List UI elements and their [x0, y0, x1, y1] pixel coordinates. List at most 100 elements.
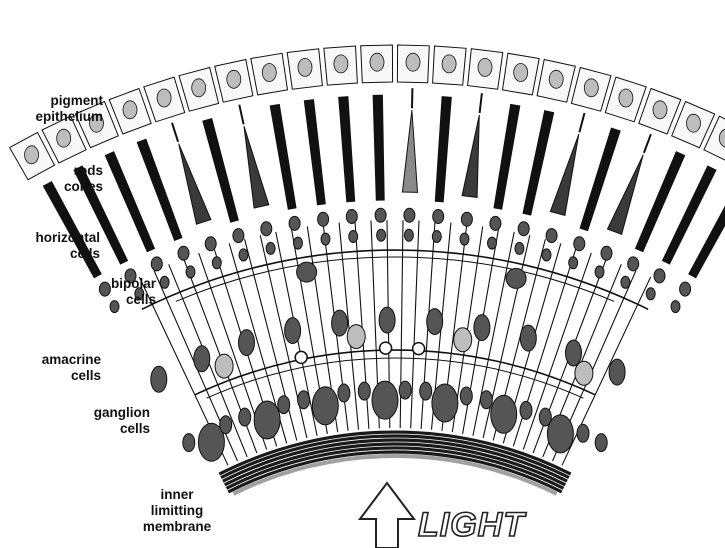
bipolar-label-line-2: cells [0, 292, 156, 308]
ganglion-cell [254, 401, 280, 439]
photoreceptor-nucleus [574, 237, 585, 251]
pigment-nucleus [584, 79, 598, 97]
photoreceptor-synapse [186, 266, 195, 278]
ganglion-label-line-2: cells [0, 421, 150, 437]
bipolar-cell [239, 330, 255, 356]
amacrine-label-line-2: cells [0, 368, 101, 384]
small-ganglion-cell [220, 416, 232, 434]
pigment-nucleus [334, 55, 348, 73]
rods-label: rods [0, 163, 103, 179]
photoreceptor-nucleus [318, 212, 329, 226]
synapse-ring [295, 351, 307, 363]
small-ganglion-cell [183, 434, 195, 452]
pigment-nucleus [262, 64, 276, 82]
ganglion-cell [547, 415, 573, 453]
photoreceptor-nucleus [151, 257, 162, 271]
photoreceptor-synapse [569, 257, 578, 269]
amacrine-cell [347, 325, 365, 349]
pigment-nucleus [370, 53, 384, 71]
ganglion-label-line-1: ganglion [0, 405, 150, 421]
bipolar-cell [520, 325, 536, 351]
photoreceptor-nucleus [546, 229, 557, 243]
pigment-nucleus [157, 89, 171, 107]
small-ganglion-cell [460, 387, 472, 405]
small-ganglion-cell [298, 391, 310, 409]
rod-cell [270, 104, 296, 209]
photoreceptor-synapse [321, 233, 330, 245]
bipolar-cell [285, 318, 301, 344]
photoreceptor-nucleus [461, 212, 472, 226]
membrane-label-line-3: membrane [122, 519, 232, 535]
pigment-nucleus [227, 70, 241, 88]
photoreceptor-nucleus [233, 229, 244, 243]
bipolar-cell [566, 340, 582, 366]
photoreceptor-nucleus [261, 222, 272, 236]
photoreceptor-nucleus [654, 269, 665, 283]
membrane-label-line-1: inner [122, 487, 232, 503]
bipolar-cells-label: bipolar cells [0, 276, 156, 308]
photoreceptor-synapse [460, 233, 469, 245]
photoreceptor-synapse [239, 249, 248, 261]
pigment-nucleus [406, 53, 420, 71]
cone-tip [579, 113, 584, 132]
photoreceptor-synapse [294, 237, 303, 249]
photoreceptor-nucleus [375, 208, 386, 222]
inner-limiting-membrane-band [219, 432, 570, 494]
amacrine-label-line-1: amacrine [0, 352, 101, 368]
cone-cell [608, 155, 644, 235]
small-ganglion-cell [595, 434, 607, 452]
pigment-nucleus [123, 101, 137, 119]
ganglion-cell [491, 395, 517, 433]
outer-plexiform-line-2 [176, 257, 614, 301]
photoreceptor-synapse [542, 249, 551, 261]
pigment-nucleus [514, 64, 528, 82]
photoreceptor-nucleus [178, 246, 189, 260]
photoreceptor-synapse [349, 231, 358, 243]
cone-cell [550, 134, 579, 215]
photoreceptor-nucleus [680, 282, 691, 296]
cone-cell [179, 144, 211, 225]
bipolar-cell [151, 366, 167, 392]
small-ganglion-cell [420, 382, 432, 400]
synapse-ring [380, 342, 392, 354]
photoreceptor-synapse [377, 229, 386, 241]
ganglion-cell [432, 384, 458, 422]
photoreceptor-synapse [404, 229, 413, 241]
pigment-nucleus [57, 129, 71, 147]
photoreceptor-nucleus [404, 208, 415, 222]
horizontal-cell [506, 268, 526, 288]
cone-tip [644, 134, 651, 153]
pigment-nucleus [442, 55, 456, 73]
pigment-nucleus [298, 58, 312, 76]
photoreceptor-nucleus [433, 210, 444, 224]
photoreceptor-synapse [266, 242, 275, 254]
photoreceptor-synapse [212, 257, 221, 269]
photoreceptor-nucleus [518, 222, 529, 236]
membrane-label-line-2: limitting [122, 503, 232, 519]
photoreceptor-synapse [621, 276, 630, 288]
photoreceptor-nucleus [628, 257, 639, 271]
horizontal-cell [297, 262, 317, 282]
horizontal-cells-label: horizontal cells [0, 230, 100, 262]
small-ganglion-cell [239, 408, 251, 426]
rod-cell [203, 119, 239, 223]
light-arrow-icon [360, 483, 414, 548]
cone-tip [480, 93, 482, 113]
bipolar-cell [474, 315, 490, 341]
cone-cell [462, 115, 479, 197]
rod-cell [373, 95, 384, 200]
retina-cell-layers [10, 45, 725, 465]
rod-cell [304, 100, 325, 205]
pigment-nucleus [549, 70, 563, 88]
photoreceptor-synapse [515, 242, 524, 254]
small-ganglion-cell [480, 391, 492, 409]
rod-cell [435, 97, 451, 202]
cone-tip [172, 123, 178, 142]
photoreceptor-synapse [671, 301, 680, 313]
photoreceptor-nucleus [346, 210, 357, 224]
amacrine-cell [454, 328, 472, 352]
pigment-epithelium-label: pigment epithelium [0, 93, 103, 125]
pigment-nucleus [619, 89, 633, 107]
light-label: LIGHT [418, 506, 525, 545]
